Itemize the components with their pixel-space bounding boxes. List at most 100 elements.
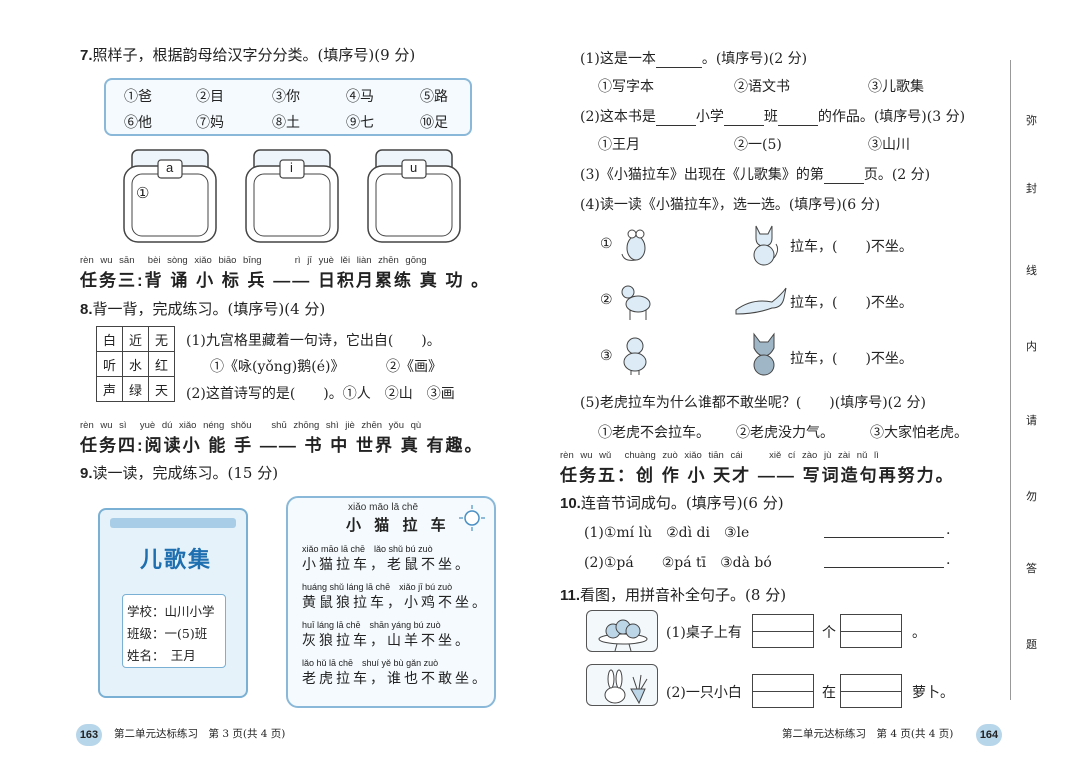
q9-part3: (3)《小猫拉车》出现在《儿歌集》的第页。(2 分) xyxy=(580,167,931,184)
pinyin-write-box[interactable] xyxy=(752,614,814,648)
goat-icon xyxy=(621,285,651,320)
poem-line: 老虎拉车，谁也不敢坐。 xyxy=(302,671,489,687)
q9-part4-title: (4)读一读《小猫拉车》，选一选。(填序号)(6 分) xyxy=(580,197,881,213)
q10-answer-line-1[interactable] xyxy=(824,522,944,538)
footer-left: 第二单元达标练习 第 3 页(共 4 页) xyxy=(114,728,286,740)
pinyin-write-box[interactable] xyxy=(840,614,902,648)
sun-icon xyxy=(459,505,485,531)
q9-part2: (2)这本书是小学班的作品。(填序号)(3 分) xyxy=(580,109,966,126)
poem-line-pinyin: xiǎo māo lā chē lǎo shǔ bú zuò xyxy=(302,544,433,554)
grid-cell: 近 xyxy=(122,326,149,352)
page-number-right: 164 xyxy=(976,724,1002,746)
tv-box-a: a ① xyxy=(122,148,218,244)
grid-cell: 听 xyxy=(96,351,123,377)
poem-title: 小 猫 拉 车 xyxy=(346,516,450,534)
q7-title: 7.照样子，根据韵母给汉字分分类。(填序号)(9 分) xyxy=(80,46,416,64)
tv-box-i: i xyxy=(244,148,340,244)
q10-answer-line-2[interactable] xyxy=(824,552,944,568)
p2-opt-1: ①王月 xyxy=(598,137,640,153)
table-fruit-picture xyxy=(586,610,658,652)
q7-word: ⑩足 xyxy=(420,115,448,131)
answer-blank[interactable] xyxy=(655,112,696,126)
p1-opt-3: ③儿歌集 xyxy=(868,79,924,95)
seal-char: 请 xyxy=(1026,414,1037,427)
book-class: 班级：一(5)班 xyxy=(127,626,208,641)
rabbit-picture xyxy=(586,664,658,706)
q11-s2-b: 在 xyxy=(822,685,836,701)
task4-pinyin: rèn wu sì yuè dú xiǎo néng shǒu shū zhōn… xyxy=(80,420,422,431)
q8-part1: (1)九宫格里藏着一句诗，它出自( )。 xyxy=(186,333,441,349)
seal-char: 题 xyxy=(1026,638,1037,651)
answer-blank[interactable] xyxy=(723,112,764,126)
peach-plate-icon xyxy=(598,619,648,652)
q9-part1: (1)这是一本。(填序号)(2 分) xyxy=(580,51,808,68)
task5-pinyin: rèn wu wǔ chuàng zuò xiǎo tiān cái xiě c… xyxy=(560,450,879,461)
tv-outline-icon xyxy=(367,149,461,243)
q8-title: 8.背一背，完成练习。(填序号)(4 分) xyxy=(80,300,326,318)
p4-row-text: 拉车，( )不坐。 xyxy=(790,351,913,367)
p2-opt-3: ③山川 xyxy=(868,137,910,153)
grid-cell: 白 xyxy=(96,326,123,352)
rabbit-radish-icon xyxy=(604,669,648,705)
tv-outline-icon xyxy=(123,149,217,243)
period: . xyxy=(946,552,951,568)
q7-word: ⑨七 xyxy=(346,115,374,131)
poem-line-pinyin: huī láng lā chē shān yáng bú zuò xyxy=(302,620,441,630)
grid-cell: 天 xyxy=(148,376,175,402)
poem-line: 小猫拉车，老鼠不坐。 xyxy=(302,557,472,573)
q11-s1-a: (1)桌子上有 xyxy=(666,625,742,641)
poem-line-pinyin: huáng shǔ láng lā chē xiǎo jī bú zuò xyxy=(302,582,453,592)
q7-word: ②目 xyxy=(196,89,224,105)
q8-option-1: ①《咏(yǒng)鹅(é)》 xyxy=(210,359,345,375)
page-number-left: 163 xyxy=(76,724,102,746)
p2-opt-2: ②一(5) xyxy=(734,137,782,153)
q7-word: ⑤路 xyxy=(420,89,448,105)
book-title: 儿歌集 xyxy=(140,547,213,572)
task4-heading: 任务四:阅读小 能 手 —— 书 中 世界 真 有趣。 xyxy=(80,436,484,455)
p5-opt-3: ③大家怕老虎。 xyxy=(870,425,968,441)
chick-icon xyxy=(623,337,647,375)
p4-row-num: ② xyxy=(600,292,613,308)
poem-line-pinyin: lǎo hǔ lā chē shuí yě bù gǎn zuò xyxy=(302,658,439,668)
grid-cell: 水 xyxy=(122,351,149,377)
seal-char: 线 xyxy=(1026,264,1037,277)
p4-row-text: 拉车，( )不坐。 xyxy=(790,295,913,311)
q7-word-box: ①爸 ②目 ③你 ④马 ⑤路 ⑥他 ⑦妈 ⑧土 ⑨七 ⑩足 xyxy=(104,78,472,136)
footer-right: 第二单元达标练习 第 4 页(共 4 页) xyxy=(782,728,954,740)
songbook-cover: 儿歌集 学校：山川小学 班级：一(5)班 姓名： 王月 xyxy=(98,508,248,698)
answer-blank[interactable] xyxy=(823,170,864,184)
tv-box-u: u xyxy=(366,148,462,244)
q11-title: 11.看图，用拼音补全句子。(8 分) xyxy=(560,586,787,604)
q7-word: ⑦妈 xyxy=(196,115,224,131)
q7-word: ⑧土 xyxy=(272,115,300,131)
seal-char: 答 xyxy=(1026,562,1037,575)
q8-option-2: ②《画》 xyxy=(386,359,442,375)
mouse-icon xyxy=(621,229,646,261)
weasel-icon xyxy=(735,287,787,315)
q9-title: 9.读一读，完成练习。(15 分) xyxy=(80,464,279,482)
p4-row-num: ③ xyxy=(600,348,613,364)
answer-blank[interactable] xyxy=(655,54,702,68)
poem-line: 黄鼠狼拉车，小鸡不坐。 xyxy=(302,595,489,611)
tv-outline-icon xyxy=(245,149,339,243)
task5-heading: 任务五：创 作 小 天才 —— 写词造句再努力。 xyxy=(560,466,955,485)
q11-s1-c: 。 xyxy=(912,625,926,641)
q10-item-2: (2)①pá ②pá tī ③dà bó xyxy=(584,555,772,571)
q7-word: ⑥他 xyxy=(124,115,152,131)
tv-label: i xyxy=(290,160,293,175)
answer-blank[interactable] xyxy=(777,112,818,126)
p5-opt-1: ①老虎不会拉车。 xyxy=(598,425,710,441)
poem-line: 灰狼拉车，山羊不坐。 xyxy=(302,633,472,649)
book-school: 学校：山川小学 xyxy=(127,604,215,619)
cat-icon xyxy=(753,225,779,266)
pinyin-write-box[interactable] xyxy=(840,674,902,708)
pinyin-write-box[interactable] xyxy=(752,674,814,708)
task3-pinyin: rèn wu sān bèi sòng xiǎo biāo bīng rì jī… xyxy=(80,255,427,266)
tv-label: u xyxy=(410,160,418,175)
right-page: (1)这是一本。(填序号)(2 分) ①写字本 ②语文书 ③儿歌集 (2)这本书… xyxy=(540,0,1080,764)
grid-cell: 红 xyxy=(148,351,175,377)
p5-opt-2: ②老虎没力气。 xyxy=(736,425,834,441)
p1-opt-2: ②语文书 xyxy=(734,79,790,95)
seal-char: 封 xyxy=(1026,182,1037,195)
q7-word: ①爸 xyxy=(124,89,152,105)
